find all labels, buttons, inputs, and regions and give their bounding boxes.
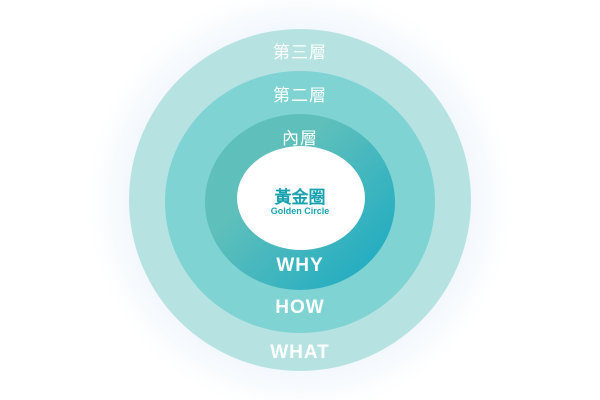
core-circle <box>237 146 365 250</box>
core-subtitle: Golden Circle <box>270 206 330 216</box>
core-title: 黃金圈 <box>274 188 326 208</box>
outer-layer-label: 第三層 <box>273 43 327 63</box>
middle-layer-label: 第二層 <box>273 86 327 106</box>
why-label: WHY <box>276 255 324 276</box>
what-label: WHAT <box>270 342 330 363</box>
how-label: HOW <box>275 297 325 318</box>
inner-layer-label: 內層 <box>282 129 318 149</box>
